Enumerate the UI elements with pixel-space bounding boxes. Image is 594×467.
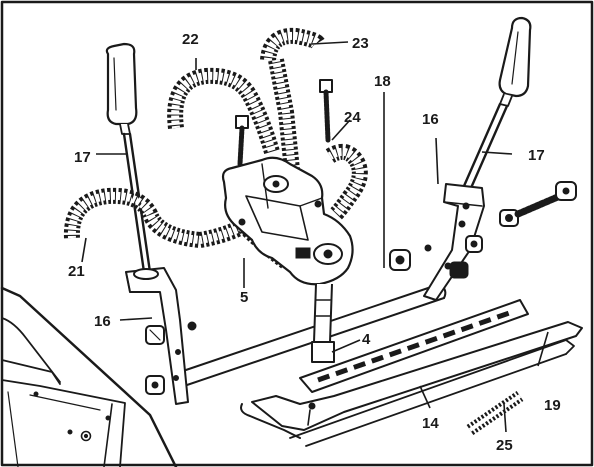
tractor-body-silhouette bbox=[0, 286, 178, 467]
cross-shaft bbox=[179, 283, 447, 387]
part-label-16-upper: 16 bbox=[422, 111, 439, 128]
part-label-17-right: 17 bbox=[528, 147, 545, 164]
valve-block bbox=[221, 156, 354, 286]
left-lever bbox=[105, 42, 159, 280]
bolts bbox=[235, 79, 333, 167]
linkage-bar bbox=[299, 299, 529, 393]
part-label-5: 5 bbox=[240, 289, 248, 306]
left-nuts bbox=[145, 321, 197, 395]
part-label-16-lower: 16 bbox=[94, 313, 111, 330]
leader-lines bbox=[81, 41, 549, 433]
left-bracket bbox=[125, 267, 189, 405]
part-label-24: 24 bbox=[344, 109, 361, 126]
part-label-17-left: 17 bbox=[74, 149, 91, 166]
part-number-labels: 22 23 18 24 16 17 17 21 5 16 4 19 14 25 bbox=[68, 31, 561, 454]
part-label-25: 25 bbox=[496, 437, 513, 454]
right-nuts bbox=[389, 181, 577, 279]
right-lever bbox=[462, 16, 532, 190]
part-label-21: 21 bbox=[68, 263, 85, 280]
spring bbox=[466, 391, 524, 435]
part-label-18: 18 bbox=[374, 73, 391, 90]
part-label-23: 23 bbox=[352, 35, 369, 52]
part-label-14: 14 bbox=[422, 415, 439, 432]
plunger bbox=[311, 283, 335, 363]
part-label-22: 22 bbox=[182, 31, 199, 48]
part-label-4: 4 bbox=[362, 331, 371, 348]
pedal-bar bbox=[240, 321, 583, 447]
part-label-19: 19 bbox=[544, 397, 561, 414]
right-bracket bbox=[423, 183, 485, 301]
